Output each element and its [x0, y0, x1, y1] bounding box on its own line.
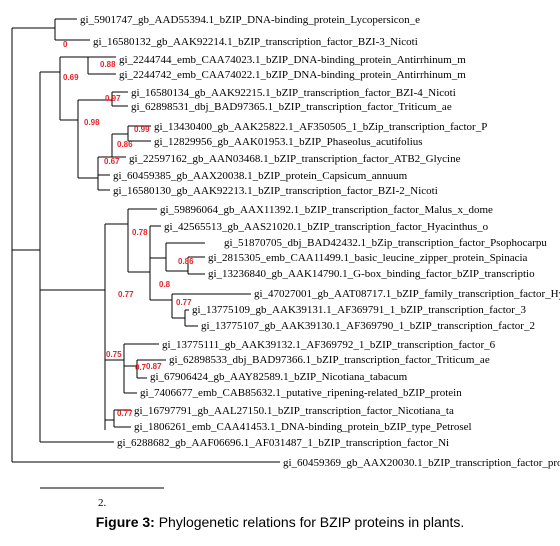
- leaf-label: gi_13236840_gb_AAK14790.1_G-box_binding_…: [208, 268, 535, 280]
- leaf-label: gi_47027001_gb_AAT08717.1_bZIP_family_tr…: [254, 288, 560, 300]
- leaf-label: gi_5901747_gb_AAD55394.1_bZIP_DNA-bindin…: [80, 14, 420, 26]
- leaf-label: gi_1806261_emb_CAA41453.1_DNA-binding_pr…: [134, 421, 472, 433]
- leaf-label: gi_16580130_gb_AAK92213.1_bZIP_transcrip…: [113, 185, 438, 197]
- leaf-label: gi_16580132_gb_AAK92214.1_bZIP_transcrip…: [93, 36, 418, 48]
- figure-caption-label: Figure 3:: [95, 514, 155, 530]
- support-value: 0.7: [135, 363, 147, 372]
- leaf-label: gi_22597162_gb_AAN03468.1_bZIP_transcrip…: [129, 153, 461, 165]
- support-value: 0: [63, 40, 68, 49]
- support-value: 0.86: [178, 257, 194, 266]
- figure-caption-text: Phylogenetic relations for BZIP proteins…: [154, 514, 465, 530]
- leaf-label: gi_60459369_gb_AAX20030.1_bZIP_transcrip…: [283, 457, 560, 469]
- leaf-label: gi_16580134_gb_AAK92215.1_bZIP_transcrip…: [131, 87, 456, 99]
- support-value: 0.75: [106, 350, 122, 359]
- leaf-label: gi_13775107_gb_AAK39130.1_AF369790_1_bZI…: [201, 320, 535, 332]
- support-value: 0.8: [159, 280, 171, 289]
- support-value: 0.99: [134, 125, 150, 134]
- tree-branches: [11, 18, 280, 463]
- support-value: 0.98: [84, 118, 100, 127]
- leaf-label: gi_60459385_gb_AAX20038.1_bZIP_protein_C…: [113, 170, 408, 182]
- leaf-label: gi_2244742_emb_CAA74022.1_bZIP_DNA-bindi…: [119, 69, 466, 81]
- leaf-label: gi_62898533_dbj_BAD97366.1_bZIP_transcri…: [169, 354, 490, 366]
- support-value: 0.77: [117, 409, 133, 418]
- leaf-label: gi_67906424_gb_AAY82589.1_bZIP_Nicotiana…: [150, 371, 408, 383]
- support-value: 0.77: [118, 290, 134, 299]
- figure-caption: Figure 3: Phylogenetic relations for BZI…: [0, 514, 560, 530]
- support-value: 0.88: [100, 60, 116, 69]
- scale-bar-label: 2.: [98, 497, 107, 509]
- support-value: 0.87: [146, 362, 162, 371]
- support-value: 0.77: [176, 298, 192, 307]
- leaf-label: gi_62898531_dbj_BAD97365.1_bZIP_transcri…: [131, 101, 452, 113]
- support-value: 0.67: [104, 157, 120, 166]
- support-value: 0.69: [63, 73, 79, 82]
- leaf-label: gi_42565513_gb_AAS21020.1_bZIP_transcrip…: [164, 221, 489, 233]
- leaf-label: gi_13775109_gb_AAK39131.1_AF369791_1_bZI…: [192, 304, 526, 316]
- leaf-labels: gi_5901747_gb_AAD55394.1_bZIP_DNA-bindin…: [80, 14, 560, 469]
- phylogenetic-tree: gi_5901747_gb_AAD55394.1_bZIP_DNA-bindin…: [11, 14, 560, 509]
- scale-bar: 2.: [40, 487, 164, 509]
- leaf-label: gi_2815305_emb_CAA11499.1_basic_leucine_…: [208, 252, 528, 264]
- leaf-label: gi_59896064_gb_AAX11392.1_bZIP_transcrip…: [160, 204, 493, 216]
- leaf-label: gi_6288682_gb_AAF06696.1_AF031487_1_bZIP…: [117, 437, 449, 449]
- support-values: 0 0.69 0.88 0.97 0.98 0.99 0.86 0.67 0.7…: [63, 40, 194, 418]
- support-value: 0.97: [105, 94, 121, 103]
- support-value: 0.86: [117, 140, 133, 149]
- leaf-label: gi_13430400_gb_AAK25822.1_AF350505_1_bZi…: [154, 121, 487, 133]
- leaf-label: gi_7406677_emb_CAB85632.1_putative_ripen…: [140, 387, 462, 399]
- leaf-label: gi_13775111_gb_AAK39132.1_AF369792_1_bZI…: [162, 339, 496, 351]
- support-value: 0.78: [132, 228, 148, 237]
- leaf-label: gi_51870705_dbj_BAD42432.1_bZip_transcri…: [224, 237, 547, 249]
- leaf-label: gi_16797791_gb_AAL27150.1_bZIP_transcrip…: [134, 405, 454, 417]
- leaf-label: gi_2244744_emb_CAA74023.1_bZIP_DNA-bindi…: [119, 54, 466, 66]
- leaf-label: gi_12829956_gb_AAK01953.1_bZIP_Phaseolus…: [154, 136, 423, 148]
